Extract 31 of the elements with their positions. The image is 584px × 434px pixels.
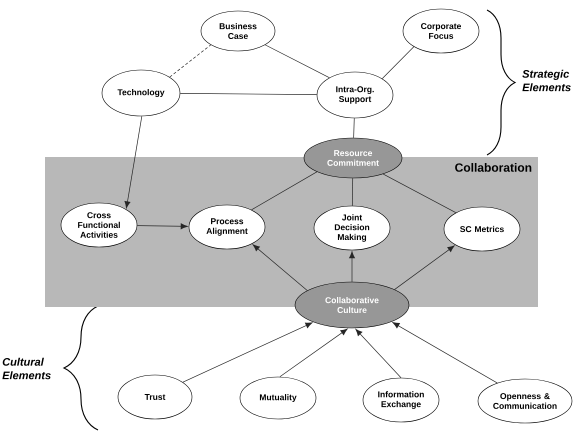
arrow (252, 244, 308, 291)
arrow (392, 322, 498, 384)
ellipse-node: Cross Functional Activities (60, 202, 138, 248)
ellipse-node: Intra-Org. Support (316, 72, 394, 118)
side-label: Cultural Elements (2, 358, 51, 380)
connector-line (251, 172, 318, 210)
arrow (349, 251, 355, 282)
ellipse-node: Joint Decision Making (314, 206, 390, 250)
ellipse-node: Technology (102, 70, 180, 116)
arrow (355, 328, 402, 378)
ellipse-node: SC Metrics (444, 206, 520, 252)
connector-line (180, 93, 318, 95)
connector-line (264, 44, 330, 78)
side-label: Strategic Elements (522, 70, 571, 92)
connector-line (382, 174, 456, 214)
arrow (136, 223, 188, 230)
ellipse-node: Openness & Communication (478, 378, 572, 424)
ellipse-node: Mutuality (240, 376, 316, 420)
ellipse-node: Corporate Focus (402, 8, 480, 54)
arrow (280, 328, 348, 378)
ellipse-node: Information Exchange (362, 378, 440, 422)
connector-line (382, 46, 414, 79)
arrow (182, 322, 312, 383)
connector-line (352, 178, 354, 206)
connector-line (353, 118, 355, 138)
ellipse-node: Process Alignment (188, 204, 266, 250)
arrow (394, 245, 455, 290)
arrow (124, 116, 142, 208)
dashed-line (169, 44, 212, 78)
ellipse-node: Trust (118, 374, 192, 420)
ellipse-node: Business Case (200, 10, 276, 52)
